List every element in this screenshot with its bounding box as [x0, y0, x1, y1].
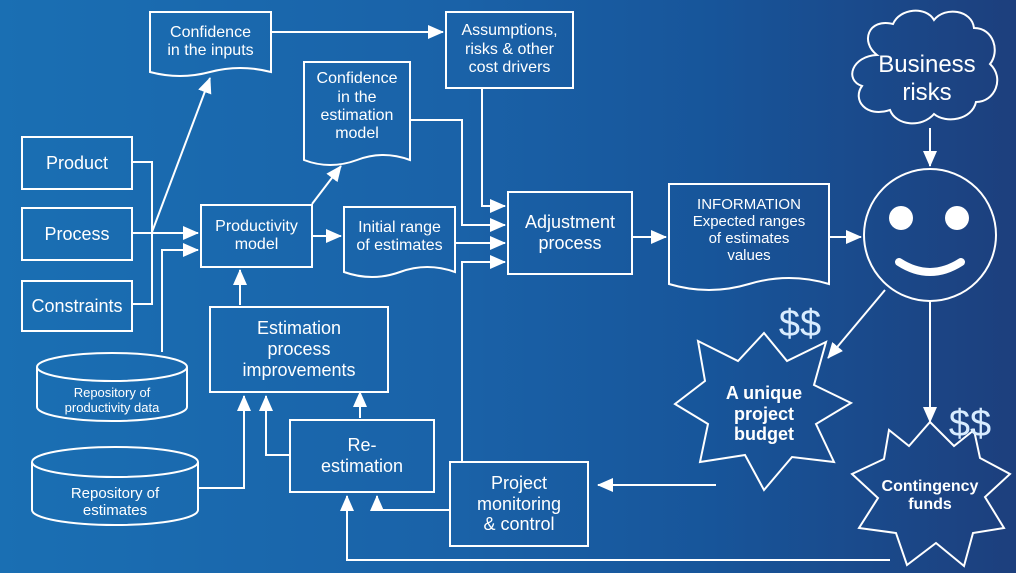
repo-productivity-top: [36, 352, 188, 382]
information-doc: [668, 183, 830, 291]
confidence-inputs-doc: [149, 11, 272, 77]
initial-range-doc: [343, 206, 456, 278]
repo-productivity-cylinder: [36, 367, 188, 422]
product-label: Product: [45, 152, 109, 173]
repo-estimates-cylinder: [31, 462, 199, 526]
adjustment-box: [507, 191, 633, 275]
constraints-box: [21, 280, 133, 332]
face-right-eye: [945, 206, 969, 230]
smiley-face: [863, 168, 997, 302]
contingency-dollar-sign: $$: [948, 403, 992, 446]
face-smile: [895, 258, 965, 276]
estimation-improvements-box: [209, 306, 389, 393]
unique-budget-star: [673, 331, 854, 492]
face-left-eye: [889, 206, 913, 230]
constraints-label: Constraints: [31, 295, 123, 316]
business-risks-cloud: [851, 9, 999, 125]
repo-estimates-top: [31, 446, 199, 478]
assumptions-box: [445, 11, 574, 89]
reestimation-label: Re-estimation: [320, 435, 404, 476]
process-label: Process: [44, 223, 110, 244]
monitoring-box: [449, 461, 589, 547]
budget-dollar-sign: $$: [778, 303, 822, 346]
confidence-model-doc: [303, 61, 411, 166]
contingency-star: [850, 420, 1012, 568]
